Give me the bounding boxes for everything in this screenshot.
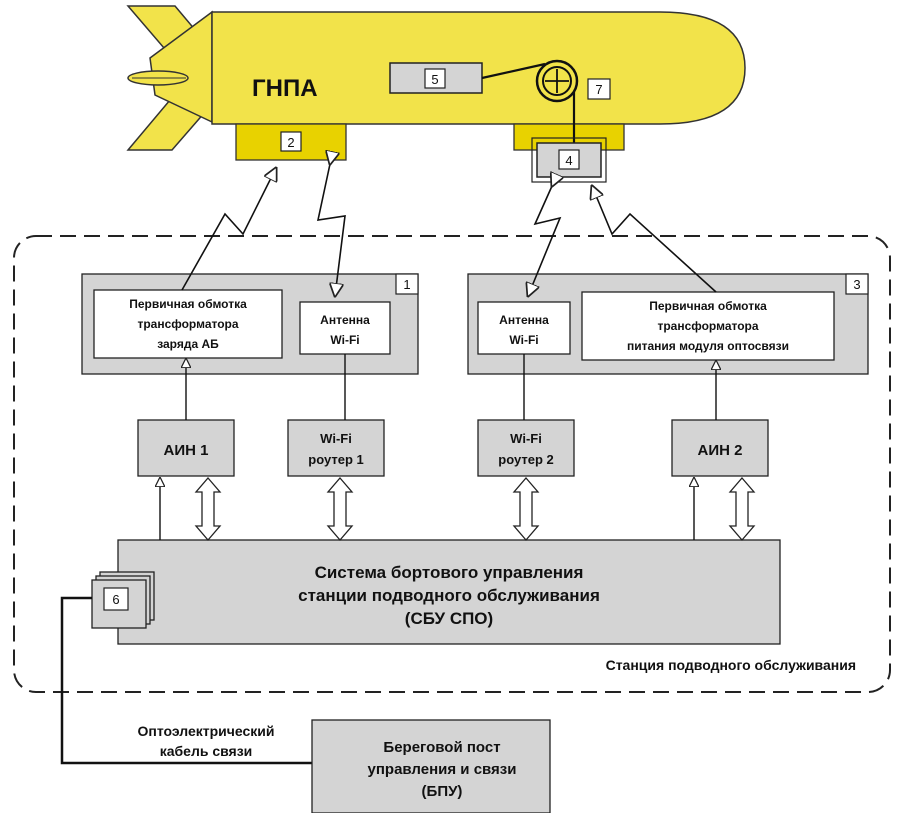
sbu-line-2: станции подводного обслуживания [298, 586, 600, 605]
link-antenna3-to-module4 [528, 186, 560, 296]
panel-3-antenna-line-2: Wi-Fi [509, 333, 538, 347]
block-router2-line-1: Wi-Fi [510, 431, 542, 446]
panel-1-coil-line-1: Первичная обмотка [129, 297, 247, 311]
fiber-reel [535, 59, 579, 103]
panel-3-antenna-line-1: Антенна [499, 313, 549, 327]
opto-cable [60, 596, 312, 765]
bus-sbu-ain1 [194, 477, 222, 541]
shore-line-3: (БПУ) [422, 783, 463, 800]
panel-1-badge [395, 273, 419, 295]
pod-2-badge [280, 131, 302, 152]
vehicle-label: ГНПА [252, 75, 318, 102]
block-router2-line-2: роутер 2 [498, 452, 553, 467]
module-5-number: 5 [431, 72, 438, 87]
sbu-block [117, 539, 781, 645]
panel-3-badge [845, 273, 869, 295]
link-antenna1-to-pod2 [316, 164, 346, 296]
reel-7-badge [587, 78, 611, 100]
panel-1-coil-line-2: трансформатора [137, 317, 238, 331]
shore-block [311, 719, 551, 813]
shore-line-1: Береговой пост [383, 739, 500, 756]
panel-3-coil-line-2: трансформатора [657, 319, 758, 333]
station-label: Станция подводного обслуживания [606, 657, 856, 673]
block-router1-line-2: роутер 1 [308, 452, 363, 467]
bus-sbu-router1 [326, 477, 354, 541]
bus-sbu-router2 [512, 477, 540, 541]
bus-sbu-ain2 [728, 477, 756, 541]
panel-1-antenna-line-1: Антенна [320, 313, 370, 327]
sbu-line-3: (СБУ СПО) [405, 609, 493, 628]
sbu-line-1: Система бортового управления [315, 563, 584, 582]
module-4-badge [558, 149, 580, 170]
panel-3-coil-line-3: питания модуля оптосвязи [627, 339, 789, 353]
shore-line-2: управления и связи [368, 761, 517, 778]
panel-3-coil [581, 291, 835, 361]
panel-3-coil-line-1: Первичная обмотка [649, 299, 767, 313]
module-6-badge [103, 587, 129, 611]
block-ain1-label: АИН 1 [164, 442, 209, 459]
pod-2-number: 2 [287, 135, 294, 150]
vehicle [126, 5, 746, 161]
cable-label-line-2: кабель связи [160, 743, 253, 759]
panel-1-number: 1 [403, 277, 410, 292]
panel-1-coil-line-3: заряда АБ [157, 337, 219, 351]
module-6-number: 6 [112, 592, 119, 607]
block-router1 [287, 419, 385, 477]
block-ain2 [671, 419, 769, 477]
panel-1-coil [93, 289, 283, 359]
panel-1-antenna-line-2: Wi-Fi [330, 333, 359, 347]
fiber-line [481, 62, 546, 80]
panel-1-antenna [299, 301, 391, 355]
block-ain2-label: АИН 2 [698, 442, 743, 459]
panel-3-number: 3 [853, 277, 860, 292]
link-coil1-to-pod2 [181, 168, 276, 291]
station-boundary [13, 235, 891, 693]
block-router1-line-1: Wi-Fi [320, 431, 352, 446]
cable-label-line-1: Оптоэлектрический [137, 723, 274, 739]
module-4-number: 4 [565, 153, 572, 168]
link-coil3-to-module4 [592, 186, 717, 293]
block-router2 [477, 419, 575, 477]
module-5-badge [424, 68, 446, 89]
panel-3-antenna [477, 301, 571, 355]
reel-7-number: 7 [595, 82, 602, 97]
